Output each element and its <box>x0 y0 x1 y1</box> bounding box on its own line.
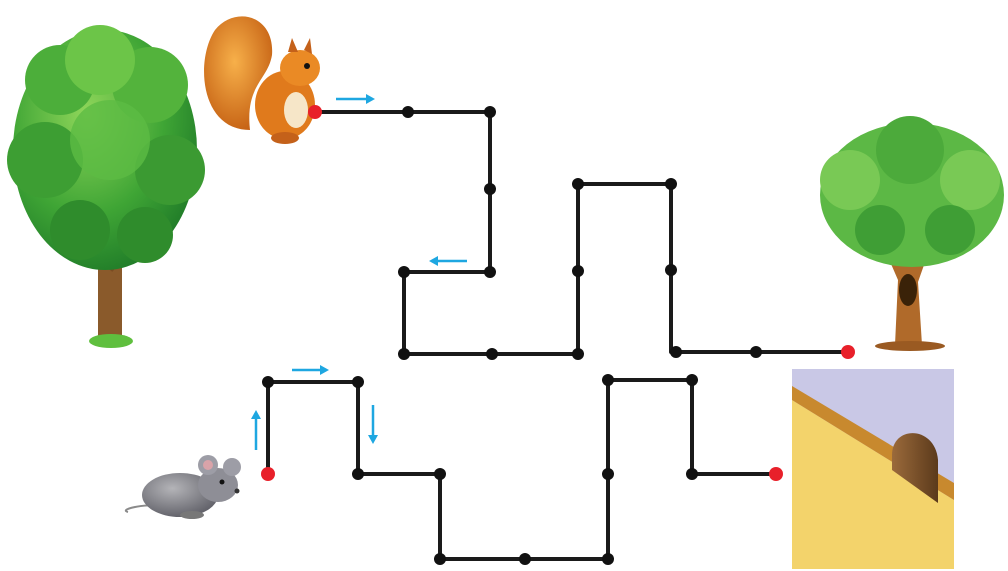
arrow-down-icon <box>368 405 378 444</box>
squirrel-icon <box>204 16 320 144</box>
path-node <box>686 468 698 480</box>
path-node <box>519 553 531 565</box>
arrow-left-icon <box>429 256 467 266</box>
path-node <box>665 178 677 190</box>
path-node <box>434 468 446 480</box>
path-node <box>665 264 677 276</box>
path-node <box>484 106 496 118</box>
mouse-start-dot <box>261 467 275 481</box>
squirrel-start-dot <box>308 105 322 119</box>
path-node <box>602 553 614 565</box>
path-node <box>484 266 496 278</box>
mouse-path <box>266 378 776 561</box>
direction-arrows <box>251 94 467 450</box>
hollow-tree-icon <box>820 116 1004 351</box>
arrow-right-icon <box>336 94 375 104</box>
path-node <box>670 346 682 358</box>
mouse-hole-icon <box>792 369 954 569</box>
path-node <box>750 346 762 358</box>
path-node <box>434 553 446 565</box>
path-node <box>572 178 584 190</box>
path-node <box>486 348 498 360</box>
endpoint-dots <box>261 105 855 481</box>
path-node <box>572 265 584 277</box>
path-node <box>398 266 410 278</box>
path-node <box>572 348 584 360</box>
path-node <box>686 374 698 386</box>
path-node <box>398 348 410 360</box>
path-nodes <box>262 106 762 565</box>
path-node <box>262 376 274 388</box>
arrow-up-icon <box>251 410 261 450</box>
mouse-icon <box>125 455 241 519</box>
mouse-hole-end-dot <box>769 467 783 481</box>
path-node <box>602 374 614 386</box>
path-node <box>352 468 364 480</box>
path-node <box>602 468 614 480</box>
path-node <box>402 106 414 118</box>
arrow-right-icon <box>292 365 329 375</box>
path-node <box>484 183 496 195</box>
path-node <box>352 376 364 388</box>
hollow-tree-end-dot <box>841 345 855 359</box>
squirrel-path <box>315 110 848 356</box>
tree-icon <box>7 25 205 348</box>
